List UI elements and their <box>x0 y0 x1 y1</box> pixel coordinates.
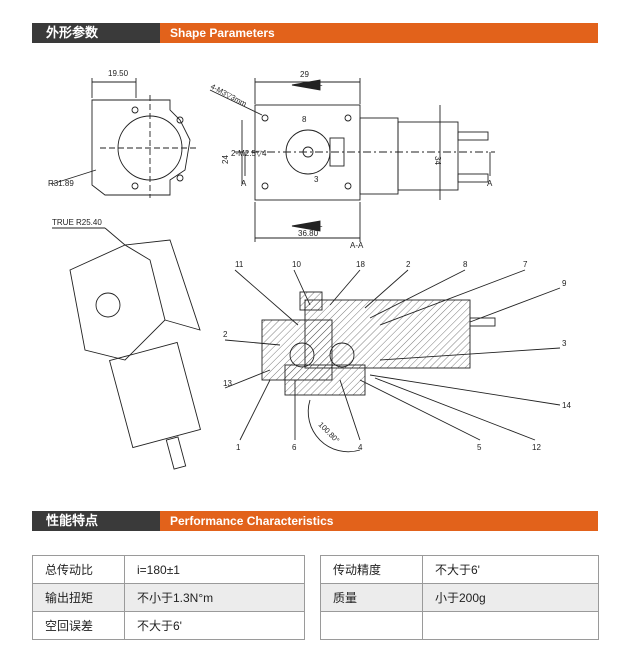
label-a-left: A <box>241 179 247 188</box>
spec-label: 传动精度 <box>320 555 423 584</box>
spec-value: i=180±1 <box>124 555 305 584</box>
dim-8: 8 <box>302 115 307 124</box>
technical-drawing: 19.50 R31.89 TRUE R25.40 29 4-M3▽3mm 8 2… <box>48 69 571 470</box>
dim-24: 24 <box>221 155 230 164</box>
table-row: 空回误差 不大于6' <box>32 611 305 640</box>
dim-3: 3 <box>314 175 319 184</box>
callout-10: 10 <box>292 260 301 269</box>
callout-8: 8 <box>463 260 468 269</box>
dim-angle: 100.80° <box>317 420 342 445</box>
callout-3: 3 <box>562 339 567 348</box>
callout-13: 13 <box>223 379 232 388</box>
callout-11: 11 <box>235 260 244 269</box>
table-row: 质量 小于200g <box>320 583 599 612</box>
dim-36-80: 36.80 <box>298 229 319 238</box>
dim-34: 34 <box>433 156 442 165</box>
callout-18: 18 <box>356 260 365 269</box>
dim-19-50: 19.50 <box>108 69 129 78</box>
callout-4: 4 <box>358 443 363 452</box>
dim-r31-89: R31.89 <box>48 179 74 188</box>
callout-7: 7 <box>523 260 528 269</box>
spec-label: 质量 <box>320 583 423 612</box>
spec-table-left: 总传动比 i=180±1 输出扭矩 不小于1.3N°m 空回误差 不大于6' <box>32 555 305 640</box>
side-view <box>209 78 495 242</box>
table-row: 总传动比 i=180±1 <box>32 555 305 584</box>
spec-value: 小于200g <box>422 583 599 612</box>
spec-value: 不大于6' <box>422 555 599 584</box>
spec-label: 空回误差 <box>32 611 125 640</box>
callout-12: 12 <box>532 443 541 452</box>
spec-label: 总传动比 <box>32 555 125 584</box>
callout-14: 14 <box>562 401 571 410</box>
spec-value <box>422 611 599 640</box>
callout-5: 5 <box>477 443 482 452</box>
spec-label: 输出扭矩 <box>32 583 125 612</box>
callout-2-top: 2 <box>406 260 411 269</box>
callout-1: 1 <box>236 443 241 452</box>
spec-table-right: 传动精度 不大于6' 质量 小于200g <box>320 555 599 640</box>
section-view <box>224 269 561 453</box>
label-l-bottom: L <box>318 220 323 229</box>
shape-title-en: Shape Parameters <box>160 23 598 43</box>
table-row: 输出扭矩 不小于1.3N°m <box>32 583 305 612</box>
label-l-top: L <box>318 79 323 88</box>
table-row: 传动精度 不大于6' <box>320 555 599 584</box>
callout-6: 6 <box>292 443 297 452</box>
label-a-right: A <box>487 179 493 188</box>
label-section-aa: A-A <box>350 241 364 250</box>
perf-section-header: 性能特点 Performance Characteristics <box>32 511 598 531</box>
front-view <box>51 78 198 198</box>
spec-label <box>320 611 423 640</box>
dim-29: 29 <box>300 70 309 79</box>
shape-title-cn: 外形参数 <box>32 23 160 43</box>
dim-2-m2-5: 2-M2.5▽4 <box>231 149 267 158</box>
isometric-view <box>52 227 202 470</box>
spec-value: 不小于1.3N°m <box>124 583 305 612</box>
table-row <box>320 611 599 640</box>
dim-4-m3: 4-M3▽3mm <box>209 82 248 109</box>
dim-true-r25-40: TRUE R25.40 <box>52 218 102 227</box>
shape-section-header: 外形参数 Shape Parameters <box>32 23 598 43</box>
callout-2-left: 2 <box>223 330 228 339</box>
spec-value: 不大于6' <box>124 611 305 640</box>
perf-title-en: Performance Characteristics <box>160 511 598 531</box>
perf-title-cn: 性能特点 <box>32 511 160 531</box>
callout-9: 9 <box>562 279 567 288</box>
